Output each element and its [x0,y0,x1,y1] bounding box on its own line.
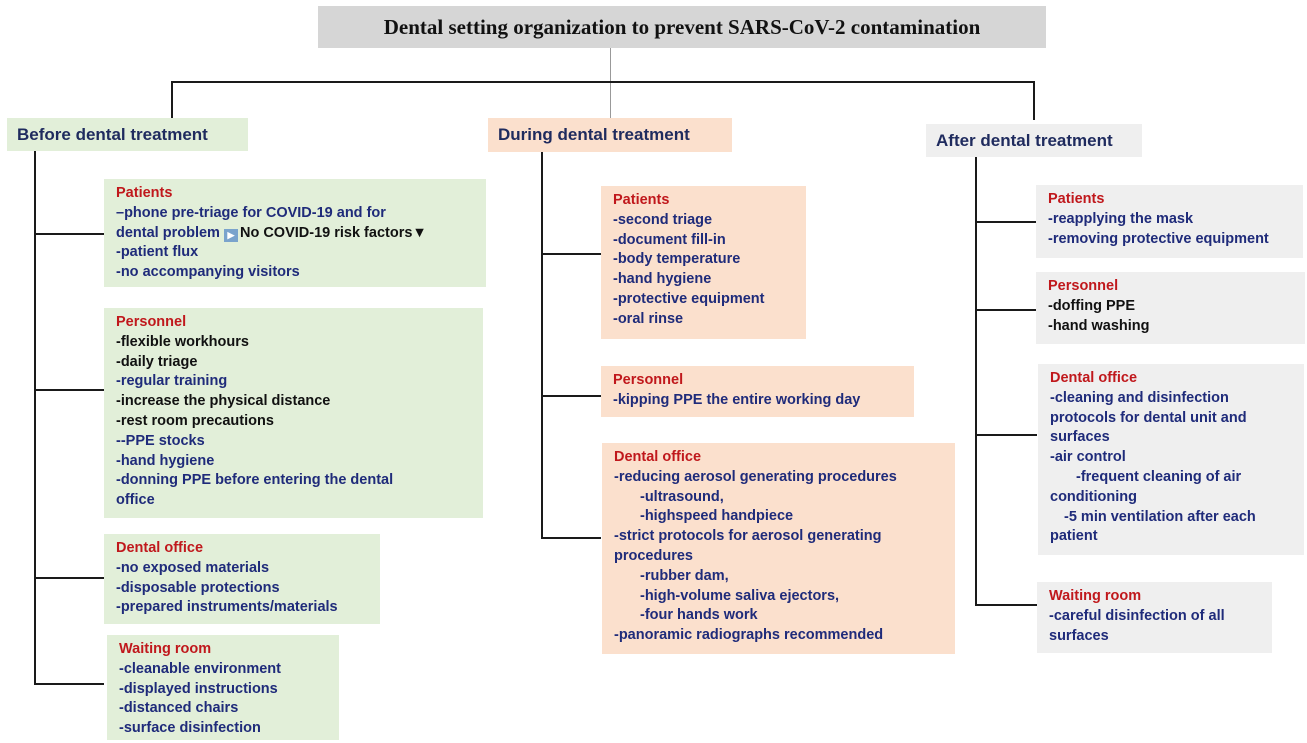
connector-top-horizontal [171,81,1035,83]
list-item: office [116,492,155,509]
list-item: dental problem ▶No COVID-19 risk factors… [116,224,478,244]
list-item: -air control [1050,449,1126,466]
list-item: -reapplying the mask [1048,210,1194,227]
list-item: -ultrasound, [640,488,724,505]
list-item: surfaces [1050,429,1110,446]
list-item: -flexible workhours [116,333,249,350]
list-item: patient [1050,528,1098,545]
after-patients-box: Patients -reapplying the mask -removing … [1036,185,1303,258]
list-item: -kipping PPE the entire working day [613,391,861,408]
connector-before-vertical [34,151,36,684]
play-arrow-icon: ▶ [223,228,238,242]
during-patients-box: Patients -second triage -document fill-i… [601,186,806,339]
list-item: -regular training [116,373,228,390]
connector-during-patients [541,253,601,255]
box-title: Dental office [1050,370,1138,386]
list-item: procedures [614,547,693,564]
connector-drop-after [1033,81,1035,120]
list-item: -increase the physical distance [116,393,331,410]
box-title: Personnel [613,372,684,388]
box-title: Personnel [116,314,187,330]
list-item: surfaces [1049,627,1109,644]
list-item: conditioning [1050,488,1137,505]
box-title: Dental office [614,449,702,465]
connector-after-personnel [975,309,1037,311]
connector-after-office [975,434,1037,436]
list-item: -donning PPE before entering the dental [116,472,394,489]
list-item: -cleaning and disinfection [1050,389,1229,406]
connector-during-personnel [541,395,601,397]
during-office-box: Dental office -reducing aerosol generati… [602,443,955,654]
diagram-title: Dental setting organization to prevent S… [318,6,1046,48]
list-item: -removing protective equipment [1048,230,1269,247]
triangle-down-icon: ▼ [412,224,427,241]
list-item: -frequent cleaning of air [1076,468,1242,485]
before-patients-box: Patients –phone pre-triage for COVID-19 … [104,179,486,287]
connector-after-vertical [975,157,977,606]
list-item-text: No COVID-19 risk factors [239,224,413,241]
box-title: Waiting room [1049,588,1142,604]
list-item: -second triage [613,211,713,228]
list-item: –phone pre-triage for COVID-19 and for [116,204,386,221]
list-item: -cleanable environment [119,660,281,677]
list-item: -5 min ventilation after each [1064,508,1256,525]
list-item: -no exposed materials [116,559,270,576]
list-item: -rubber dam, [640,567,729,584]
before-personnel-box: Personnel -flexible workhours -daily tri… [104,308,483,518]
box-title: Patients [116,185,173,201]
header-after: After dental treatment [926,124,1142,157]
list-item: -strict protocols for aerosol generating [614,528,882,545]
list-item: -body temperature [613,251,741,268]
list-item: -doffing PPE [1048,297,1135,314]
list-item: -prepared instruments/materials [116,599,338,616]
list-item: -distanced chairs [119,700,239,717]
list-item: -disposable protections [116,579,280,596]
connector-during-vertical [541,152,543,539]
list-item: -oral rinse [613,310,684,327]
connector-before-personnel [34,389,104,391]
list-item: -panoramic radiographs recommended [614,627,884,644]
list-item: -four hands work [640,607,758,624]
header-during: During dental treatment [488,118,732,152]
box-title: Patients [613,192,670,208]
list-item: -hand hygiene [116,452,215,469]
list-item-text: dental problem [116,224,220,241]
list-item: -daily triage [116,353,198,370]
connector-title-stem [610,48,611,118]
list-item: -patient flux [116,244,199,261]
before-office-box: Dental office -no exposed materials -dis… [104,534,380,624]
list-item: protocols for dental unit and [1050,409,1247,426]
connector-drop-before [171,81,173,118]
list-item: -document fill-in [613,231,726,248]
list-item: -displayed instructions [119,680,278,697]
box-title: Dental office [116,540,204,556]
connector-before-waiting [34,683,104,685]
connector-after-waiting [975,604,1037,606]
list-item: -highspeed handpiece [640,508,794,525]
list-item: -hand washing [1048,317,1150,334]
list-item: -rest room precautions [116,412,274,429]
list-item: -high-volume saliva ejectors, [640,587,840,604]
list-item: -hand hygiene [613,271,712,288]
list-item: --PPE stocks [116,432,205,449]
list-item: -protective equipment [613,290,765,307]
box-title: Patients [1048,191,1105,207]
list-item: -no accompanying visitors [116,264,300,281]
after-personnel-box: Personnel -doffing PPE -hand washing [1036,272,1305,344]
list-item: -careful disinfection of all [1049,607,1225,624]
header-before: Before dental treatment [7,118,248,151]
box-title: Waiting room [119,641,212,657]
during-personnel-box: Personnel -kipping PPE the entire workin… [601,366,914,417]
list-item: -reducing aerosol generating procedures [614,468,897,485]
list-item: -surface disinfection [119,720,261,737]
after-waiting-box: Waiting room -careful disinfection of al… [1037,582,1272,653]
before-waiting-box: Waiting room -cleanable environment -dis… [107,635,339,740]
connector-after-patients [975,221,1037,223]
connector-during-office [541,537,601,539]
connector-before-office [34,577,104,579]
box-title: Personnel [1048,278,1119,294]
connector-before-patients [34,233,104,235]
after-office-box: Dental office -cleaning and disinfection… [1038,364,1304,555]
